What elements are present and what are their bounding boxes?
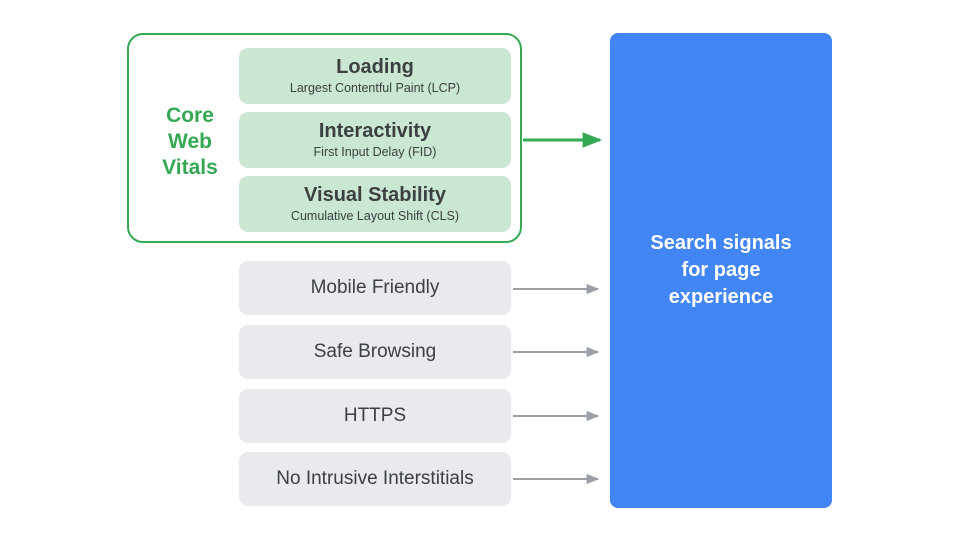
signal-label: Safe Browsing bbox=[313, 341, 437, 362]
search-signals-line-3: experience bbox=[668, 286, 774, 308]
signal-card-safe-browsing[interactable]: Safe Browsing bbox=[239, 325, 511, 379]
metric-card-loading[interactable]: Loading Largest Contentful Paint (LCP) bbox=[239, 48, 511, 104]
metric-title: Visual Stability bbox=[304, 184, 446, 206]
signal-card-https[interactable]: HTTPS bbox=[239, 389, 511, 443]
signal-label: No Intrusive Interstitials bbox=[276, 468, 474, 489]
metric-subtitle: First Input Delay (FID) bbox=[313, 145, 437, 159]
metric-card-interactivity[interactable]: Interactivity First Input Delay (FID) bbox=[239, 112, 511, 168]
core-web-vitals-label-line-1: Core bbox=[166, 104, 214, 127]
signal-label: HTTPS bbox=[343, 405, 407, 426]
core-web-vitals-group bbox=[127, 33, 522, 243]
search-signals-box[interactable]: Search signals for page experience bbox=[610, 33, 832, 508]
metric-card-visual-stability[interactable]: Visual Stability Cumulative Layout Shift… bbox=[239, 176, 511, 232]
search-signals-text: Search signals for page experience bbox=[626, 230, 816, 311]
metric-subtitle: Largest Contentful Paint (LCP) bbox=[289, 81, 461, 95]
metric-title: Loading bbox=[336, 56, 414, 78]
signal-card-mobile-friendly[interactable]: Mobile Friendly bbox=[239, 261, 511, 315]
metric-title: Interactivity bbox=[318, 120, 432, 142]
core-web-vitals-label: Core Web Vitals bbox=[150, 103, 230, 181]
search-signals-line-1: Search signals bbox=[650, 232, 792, 254]
search-signals-line-2: for page bbox=[681, 259, 761, 281]
signal-card-no-intrusive-interstitials[interactable]: No Intrusive Interstitials bbox=[239, 452, 511, 506]
metric-subtitle: Cumulative Layout Shift (CLS) bbox=[290, 209, 460, 223]
core-web-vitals-label-line-2: Web bbox=[168, 130, 212, 153]
core-web-vitals-label-line-3: Vitals bbox=[162, 156, 218, 179]
signal-label: Mobile Friendly bbox=[310, 277, 440, 298]
